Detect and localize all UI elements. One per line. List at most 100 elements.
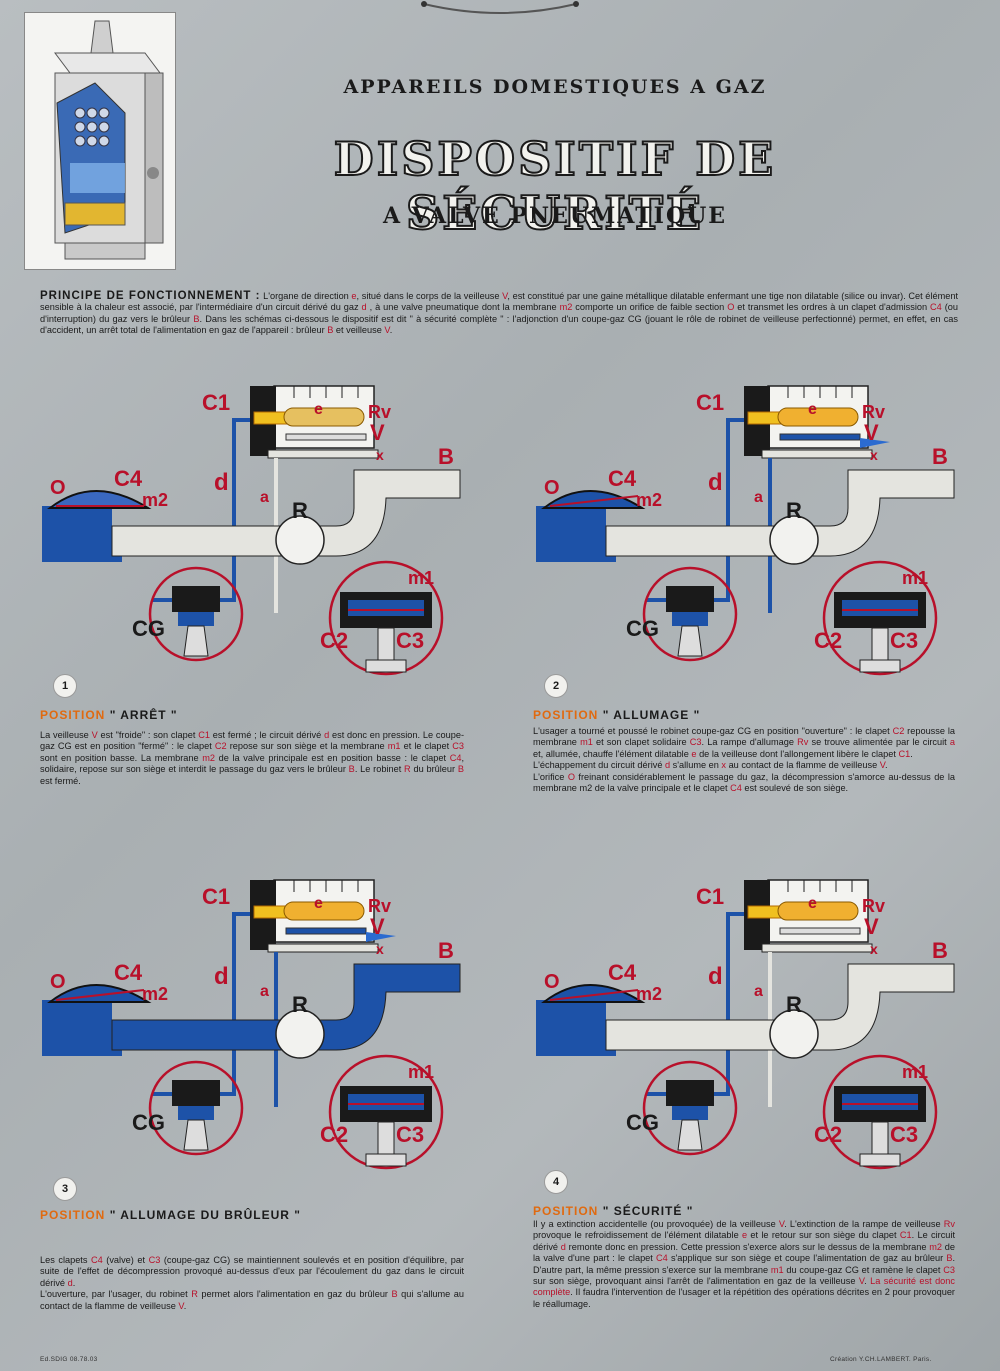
highlight-symbol: m2	[559, 302, 573, 313]
label-d: d	[214, 963, 229, 990]
text-run: . Le circuit dérivé	[533, 1230, 956, 1252]
highlight-symbol: e	[691, 748, 697, 759]
text-run: . D'autre part, la même pression s'exerc…	[533, 1253, 956, 1275]
label-m1: m1	[408, 568, 434, 588]
circuit-d	[646, 418, 744, 602]
highlight-symbol: B	[327, 324, 334, 335]
cg-chamber	[178, 1106, 214, 1120]
highlight-symbol: C4	[930, 302, 942, 313]
label-c3: C3	[890, 628, 918, 653]
highlight-symbol: e	[351, 291, 357, 301]
text-run: L'usager a tourné et poussé le robinet c…	[533, 726, 893, 736]
main-pipe	[605, 1019, 783, 1051]
text-run: s'allume en	[670, 760, 722, 771]
label-c4: C4	[608, 466, 637, 491]
label-r: R	[786, 992, 802, 1017]
label-e: e	[808, 401, 817, 418]
highlight-symbol: d	[324, 730, 330, 740]
description-position-1: La veilleuse V est "froide" : son clapet…	[40, 730, 464, 787]
highlight-symbol: R	[191, 1289, 198, 1300]
cg-circle	[148, 1060, 244, 1156]
label-cg: CG	[626, 616, 659, 641]
text-run: repose sur son siège et la membrane	[226, 741, 388, 752]
text-run: est soulevé de son siège.	[741, 783, 849, 794]
cg-knob	[183, 1119, 209, 1151]
burner-pipe	[801, 469, 955, 557]
description-paragraph: L'ouverture, par l'usager, du robinet R …	[40, 1289, 464, 1312]
text-run: L'ouverture, par l'usager, du robinet	[40, 1289, 192, 1300]
label-m2: m2	[142, 490, 168, 510]
label-m1: m1	[902, 568, 928, 588]
tap-r	[769, 1009, 819, 1059]
principle-text: L'organe de direction e, situé dans le c…	[40, 291, 958, 335]
label-r: R	[292, 498, 308, 523]
header-line1: APPAREILS DOMESTIQUES A GAZ	[343, 76, 767, 98]
label-x: x	[870, 447, 878, 463]
label-cg: CG	[132, 616, 165, 641]
highlight-symbol: C2	[214, 741, 227, 752]
label-r: R	[786, 498, 802, 523]
highlight-symbol: a	[949, 737, 955, 748]
step-number-1: 1	[53, 674, 77, 698]
cg-circle	[148, 566, 244, 662]
burner-pipe	[801, 963, 955, 1051]
cg-body	[172, 1080, 220, 1106]
zoom-stem	[871, 1121, 889, 1155]
position-word: POSITION	[40, 708, 106, 722]
label-c2: C2	[320, 1122, 348, 1147]
text-run: et transmet les ordres à un clapet d'adm…	[734, 302, 931, 313]
text-run: est fermé.	[40, 775, 81, 786]
highlight-symbol: m1	[770, 1264, 784, 1275]
label-c1: C1	[202, 390, 230, 415]
pilot-ramp	[779, 433, 861, 441]
highlight-symbol: d	[361, 302, 367, 313]
zoom-stem	[871, 627, 889, 661]
label-c3: C3	[396, 628, 424, 653]
membrane-dome	[47, 490, 152, 509]
position-name: " ALLUMAGE DU BRÛLEUR "	[109, 1208, 301, 1222]
step-number-3: 3	[53, 1177, 77, 1201]
text-run: provoque le refroidissement de l'élément…	[533, 1230, 742, 1241]
highlight-symbol: B	[193, 313, 200, 324]
label-m2: m2	[142, 984, 168, 1004]
highlight-symbol: Rv	[797, 737, 809, 748]
text-run: et, allumée, chauffe l'élément dilatable	[533, 748, 692, 759]
text-run: permet alors l'alimentation en gaz du br…	[197, 1289, 392, 1300]
highlight-symbol: m1	[387, 741, 401, 752]
label-a: a	[260, 489, 269, 506]
highlight-symbol: m2	[202, 752, 216, 763]
highlight-symbol: d	[560, 1241, 566, 1252]
highlight-symbol: C1	[198, 730, 210, 740]
description-paragraph: Il y a extinction accidentelle (ou provo…	[533, 1219, 955, 1310]
label-e: e	[808, 895, 817, 912]
membrane-m2	[55, 989, 145, 1001]
text-run: est "froide" : son clapet	[97, 730, 199, 740]
position-word: POSITION	[533, 708, 599, 722]
highlight-symbol: V	[502, 291, 508, 301]
position-title-1: POSITION " ARRÊT "	[40, 708, 178, 722]
circuit-d	[152, 912, 250, 1096]
highlight-symbol: V	[178, 1300, 184, 1311]
highlight-symbol: C4	[656, 1253, 668, 1264]
circuit-d	[152, 418, 250, 602]
label-c1: C1	[696, 884, 724, 909]
cg-chamber	[672, 612, 708, 626]
zoom-knob	[859, 1153, 901, 1167]
label-x: x	[870, 941, 878, 957]
dilatable-element	[283, 901, 365, 921]
pilot-ramp	[285, 433, 367, 441]
label-cg: CG	[132, 1110, 165, 1135]
burner-pipe	[307, 469, 461, 557]
text-run: freinant considérablement le passage du …	[533, 771, 955, 794]
label-d: d	[214, 469, 229, 496]
cg-knob	[677, 1119, 703, 1151]
dilatable-element	[283, 407, 365, 427]
text-run: , situé dans le corps de la veilleuse	[356, 291, 503, 301]
text-run: .	[910, 748, 913, 759]
text-run: .	[389, 324, 393, 335]
highlight-symbol: Rv	[943, 1219, 955, 1229]
label-v: V	[370, 914, 385, 939]
cg-body	[666, 586, 714, 612]
cg-body	[666, 1080, 714, 1106]
